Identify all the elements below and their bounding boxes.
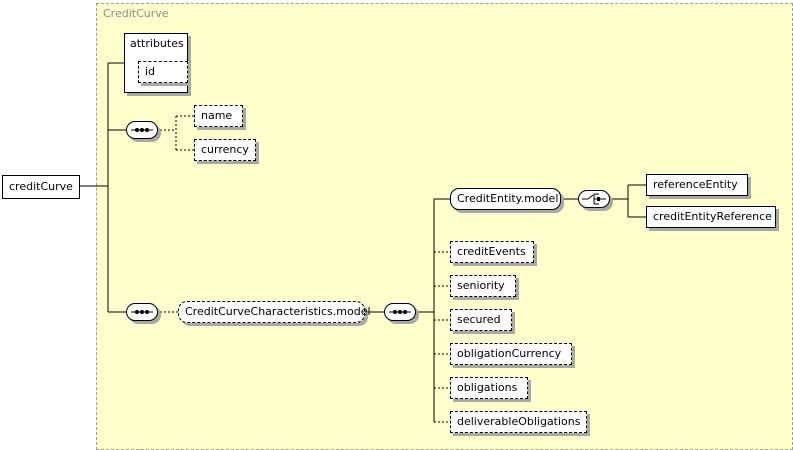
group-creditentity-model[interactable]: CreditEntity.model [450,188,561,210]
element-currency[interactable]: currency [194,139,256,161]
element-referenceentity[interactable]: referenceEntity [646,174,748,196]
element-creditentityreference[interactable]: creditEntityReference [646,206,776,228]
choice-compositor-icon[interactable] [578,190,610,208]
element-secured[interactable]: secured [450,309,512,331]
sequence-dots-icon [131,128,153,132]
element-name[interactable]: name [194,105,243,127]
sequence-dots-icon [131,310,153,314]
sequence-compositor-icon[interactable] [384,303,416,321]
element-creditevents[interactable]: creditEvents [450,241,534,263]
element-obligations[interactable]: obligations [450,377,528,399]
attributes-title: attributes [130,37,184,50]
element-obligationcurrency[interactable]: obligationCurrency [450,343,572,365]
choice-switch-icon [582,193,606,205]
element-deliverableobligations[interactable]: deliverableObligations [450,411,587,433]
attribute-id[interactable]: id [138,61,188,83]
sequence-compositor-icon[interactable] [126,121,158,139]
group-creditcurvecharacteristics-model[interactable]: CreditCurveCharacteristics.model [178,301,371,323]
element-creditcurve[interactable]: creditCurve [2,175,80,199]
region-title: CreditCurve [103,7,169,20]
sequence-compositor-icon[interactable] [126,303,158,321]
sequence-dots-icon [389,310,411,314]
element-seniority[interactable]: seniority [450,275,516,297]
